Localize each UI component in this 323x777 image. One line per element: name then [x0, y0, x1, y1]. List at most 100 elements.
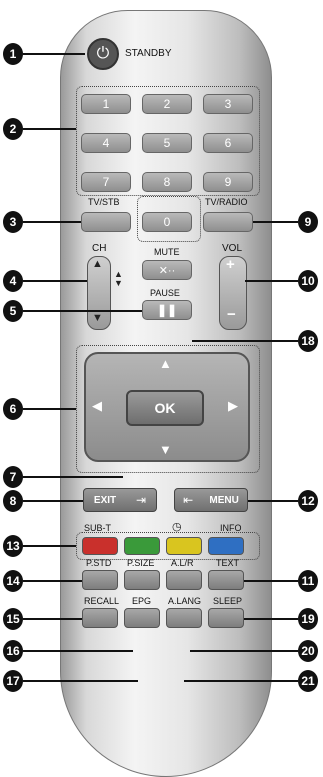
- channel-rocker[interactable]: [87, 256, 111, 330]
- exit-label: EXIT: [93, 494, 117, 506]
- red-key[interactable]: [82, 537, 118, 555]
- leader-line-1: [23, 53, 85, 55]
- mute-icon: ✕··: [158, 264, 176, 277]
- channel-up-icon: ▲: [92, 258, 103, 270]
- callout-4: 4: [3, 270, 23, 292]
- psize-label: P.SIZE: [127, 558, 155, 568]
- power-icon: ⏻: [96, 45, 110, 62]
- volume-up-icon: +: [226, 256, 235, 273]
- callout-21: 21: [298, 670, 318, 692]
- menu-button[interactable]: ⇤ MENU: [174, 488, 248, 512]
- green-key[interactable]: [124, 537, 160, 555]
- recall-label: RECALL: [84, 596, 120, 606]
- leader-line-5: [23, 310, 142, 312]
- pstd-button[interactable]: [82, 570, 118, 590]
- navigation-pad-outline: [76, 345, 260, 473]
- callout-7: 7: [3, 466, 23, 488]
- volume-down-icon: −: [227, 306, 236, 323]
- callout-13: 13: [3, 535, 23, 557]
- callout-10: 10: [298, 270, 318, 292]
- leader-line-14: [23, 580, 82, 582]
- key-0[interactable]: 0: [142, 212, 192, 232]
- ok-label: OK: [154, 400, 176, 416]
- tv-stb-label: TV/STB: [88, 197, 120, 207]
- standby-label: STANDBY: [125, 48, 172, 59]
- leader-line-11: [244, 580, 298, 582]
- blue-key[interactable]: [208, 537, 244, 555]
- tv-stb-button[interactable]: [81, 212, 131, 232]
- callout-17: 17: [3, 670, 23, 692]
- leader-line-15: [23, 618, 82, 620]
- tv-radio-label: TV/RADIO: [205, 197, 248, 207]
- callout-12: 12: [298, 490, 318, 512]
- epg-label: EPG: [132, 596, 152, 606]
- sleep-label: SLEEP: [213, 596, 243, 606]
- callout-16: 16: [3, 640, 23, 662]
- key-9[interactable]: 9: [203, 172, 253, 192]
- alang-button[interactable]: [166, 608, 202, 628]
- key-3[interactable]: 3: [203, 94, 253, 114]
- key-7[interactable]: 7: [81, 172, 131, 192]
- menu-arrow-icon: ⇤: [183, 493, 194, 507]
- exit-button[interactable]: EXIT ⇥: [83, 488, 157, 512]
- alr-label: A.L/R: [171, 558, 194, 568]
- leader-line-13: [23, 545, 76, 547]
- key-1[interactable]: 1: [81, 94, 131, 114]
- key-5[interactable]: 5: [142, 133, 192, 153]
- info-label: INFO: [220, 523, 242, 533]
- leader-line-6: [23, 408, 76, 410]
- recall-button[interactable]: [82, 608, 118, 628]
- callout-15: 15: [3, 608, 23, 630]
- ch-label: CH: [92, 243, 107, 254]
- color-keys-outline: [76, 532, 260, 560]
- leader-line-3: [23, 221, 81, 223]
- arrow-down-icon[interactable]: ▼: [159, 442, 172, 457]
- callout-20: 20: [298, 640, 318, 662]
- ok-button[interactable]: OK: [126, 390, 204, 426]
- arrow-right-icon[interactable]: ▶: [228, 398, 238, 413]
- mute-label: MUTE: [154, 247, 180, 257]
- pstd-label: P.STD: [86, 558, 112, 568]
- mute-button[interactable]: ✕··: [142, 260, 192, 280]
- standby-button[interactable]: ⏻: [87, 38, 119, 70]
- volume-rocker[interactable]: [219, 256, 247, 330]
- text-button[interactable]: [208, 570, 244, 590]
- key-2[interactable]: 2: [142, 94, 192, 114]
- pause-button[interactable]: ❚❚: [142, 300, 192, 320]
- alang-label: A.LANG: [168, 596, 202, 606]
- callout-11: 11: [298, 570, 318, 592]
- leader-line-16: [23, 650, 133, 652]
- leader-line-17: [23, 680, 138, 682]
- leader-line-19: [244, 618, 298, 620]
- pause-label: PAUSE: [150, 288, 180, 298]
- epg-button[interactable]: [124, 608, 160, 628]
- key-8[interactable]: 8: [142, 172, 192, 192]
- callout-18: 18: [298, 330, 318, 352]
- leader-line-9: [253, 221, 298, 223]
- sleep-button[interactable]: [208, 608, 244, 628]
- tv-radio-button[interactable]: [203, 212, 253, 232]
- key-4[interactable]: 4: [81, 133, 131, 153]
- yellow-key[interactable]: [166, 537, 202, 555]
- arrow-left-icon[interactable]: ◀: [92, 398, 102, 413]
- leader-line-18: [192, 340, 298, 342]
- leader-line-10: [245, 280, 298, 282]
- callout-5: 5: [3, 300, 23, 322]
- leader-line-12: [248, 500, 298, 502]
- key-6[interactable]: 6: [203, 133, 253, 153]
- callout-9: 9: [298, 211, 318, 233]
- alr-button[interactable]: [166, 570, 202, 590]
- vol-label: VOL: [222, 243, 243, 254]
- callout-8: 8: [3, 490, 23, 512]
- text-label: TEXT: [216, 558, 240, 568]
- psize-button[interactable]: [124, 570, 160, 590]
- channel-updown-glyph-icon: ▲▼: [114, 269, 123, 288]
- callout-6: 6: [3, 398, 23, 420]
- arrow-up-icon[interactable]: ▲: [159, 356, 172, 371]
- subt-label: SUB-T: [84, 523, 111, 533]
- callout-3: 3: [3, 211, 23, 233]
- clock-icon: ◷: [172, 521, 182, 533]
- callout-19: 19: [298, 608, 318, 630]
- menu-label: MENU: [209, 494, 239, 506]
- leader-line-2: [23, 128, 76, 130]
